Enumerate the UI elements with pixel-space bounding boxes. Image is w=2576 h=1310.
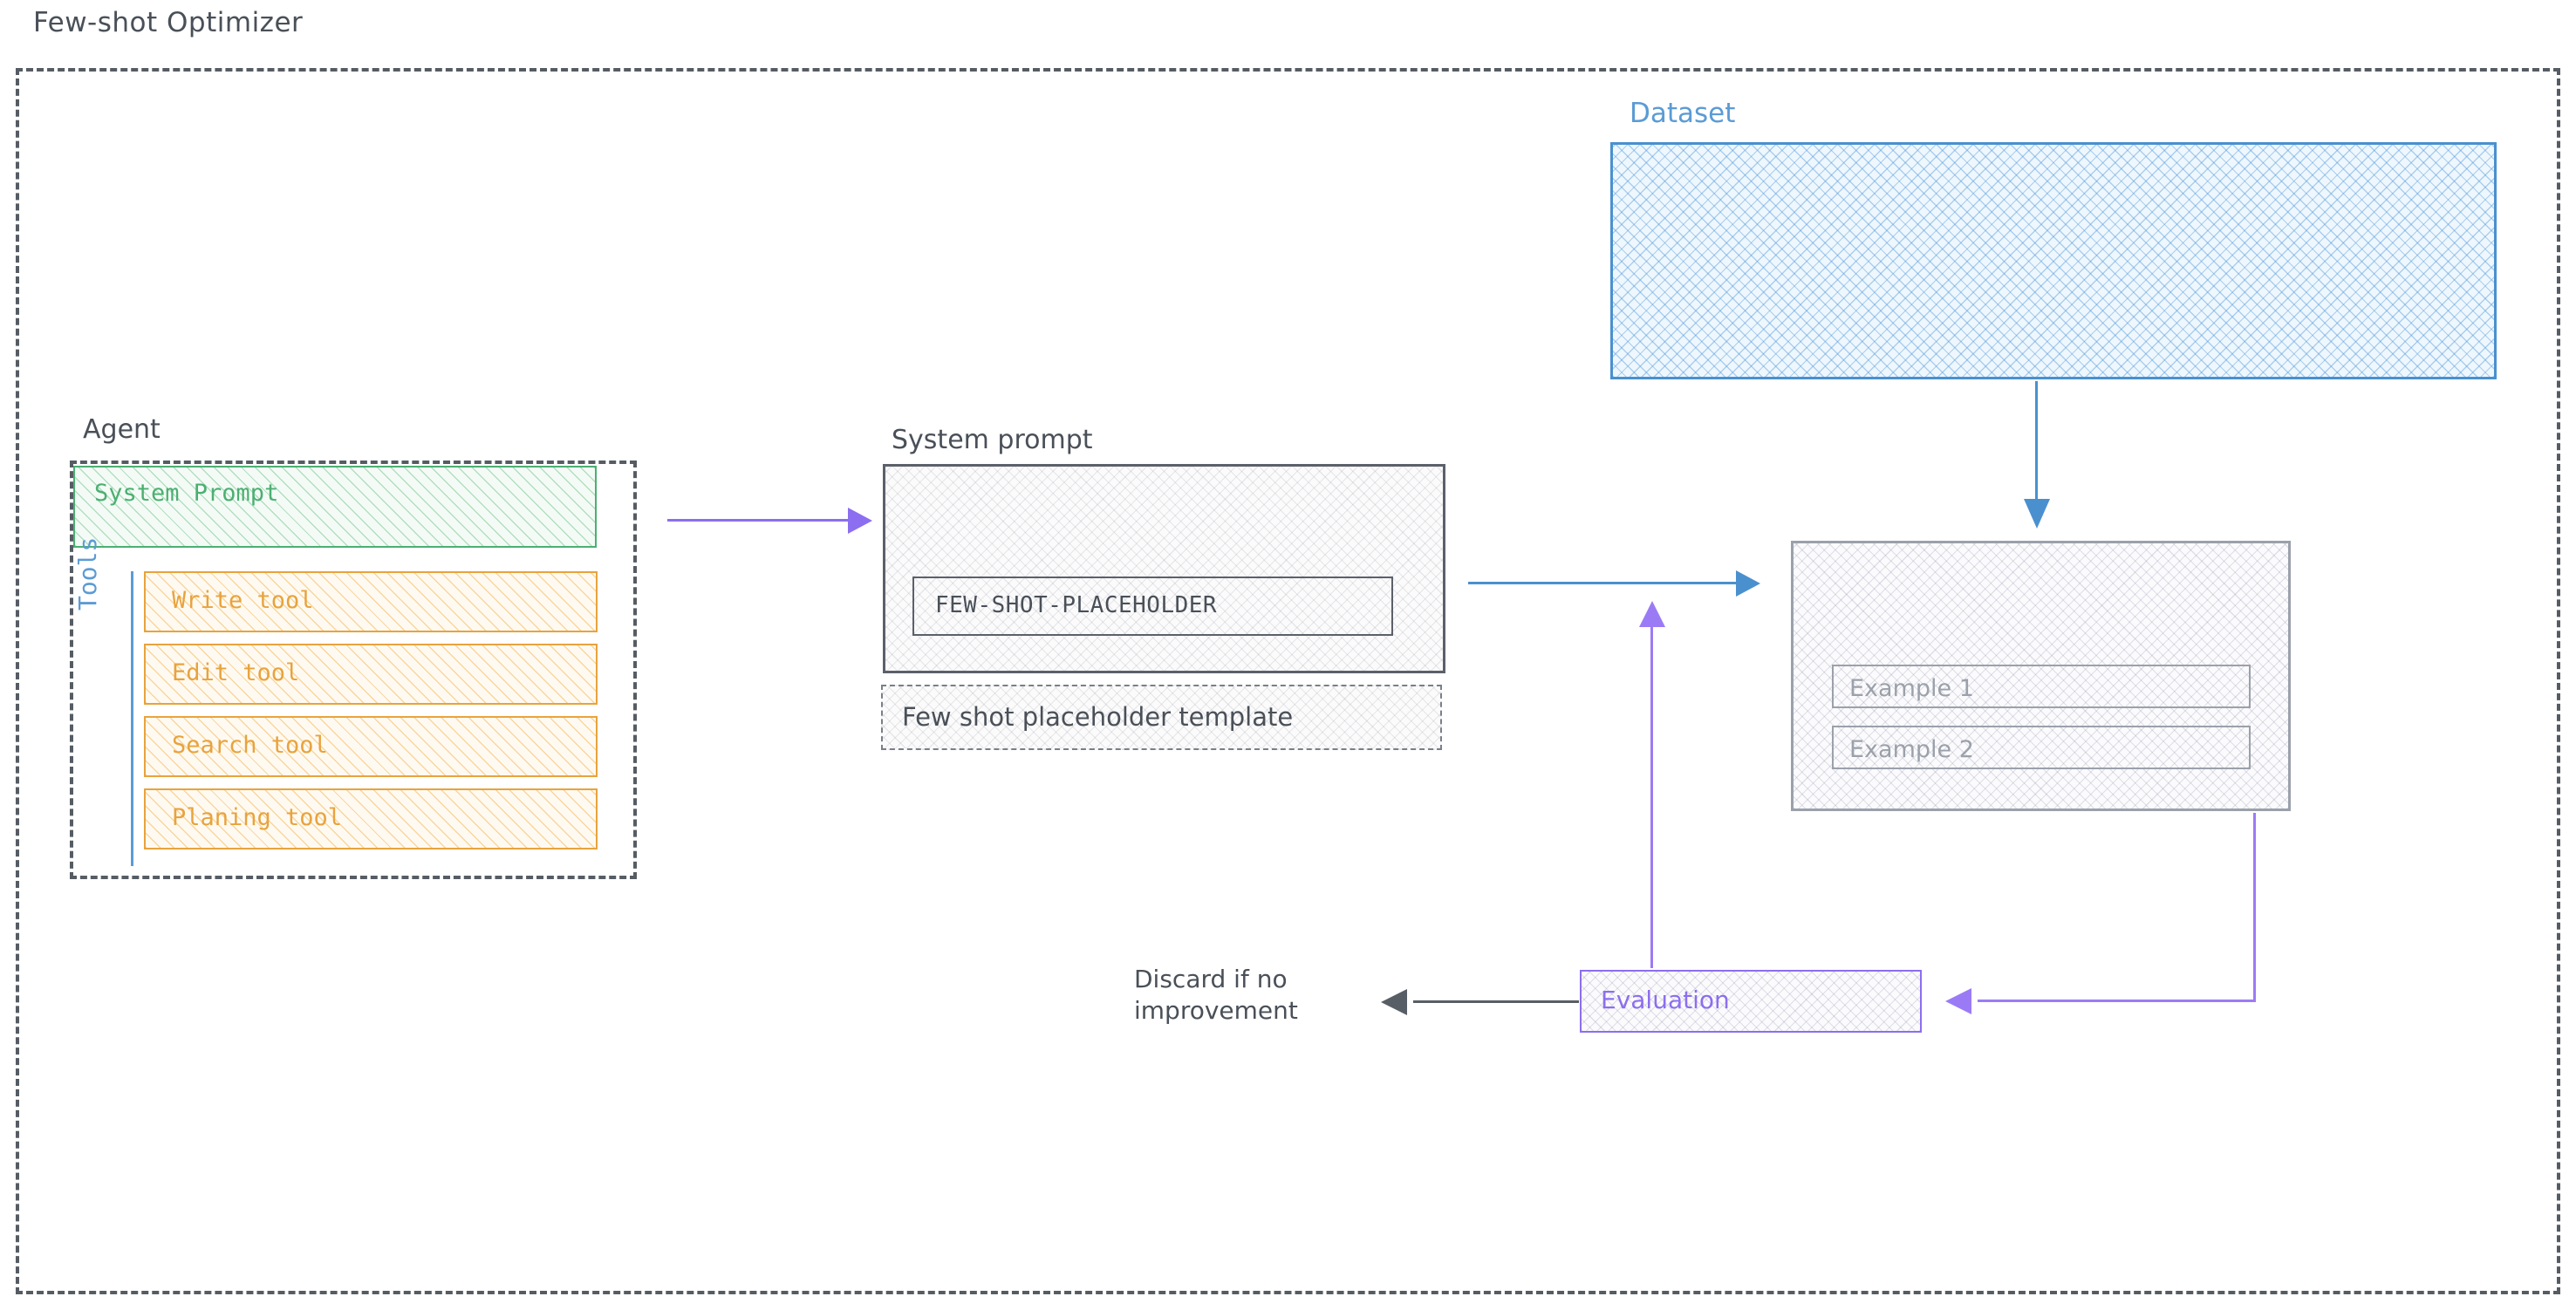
dataset-box[interactable] [1610,142,2497,379]
tool-label-planing: Planing tool [172,804,343,831]
example-label-1: Example 1 [1849,675,1974,702]
arrow-agent-to-system-prompt-line [667,519,851,522]
arrow-eval-to-prompt-line [1650,613,1653,968]
agent-system-prompt-box[interactable]: System Prompt [73,466,597,548]
tools-rail-label: Tools [73,536,102,611]
arrow-prompt-to-examples-line [1468,582,1739,584]
tool-box-edit[interactable]: Edit tool [144,644,598,705]
example-label-2: Example 2 [1849,736,1974,763]
agent-system-prompt-label: System Prompt [94,480,279,507]
example-row-1[interactable]: Example 1 [1832,665,2251,708]
diagram-title: Few-shot Optimizer [33,7,304,38]
arrow-prompt-to-examples-head [1736,570,1760,597]
tool-box-planing[interactable]: Planing tool [144,788,598,849]
dataset-label: Dataset [1630,98,1736,129]
arrow-dataset-to-examples-head [2024,499,2050,529]
arrow-agent-to-system-prompt-head [848,508,872,534]
evaluation-box[interactable]: Evaluation [1580,970,1922,1033]
tool-label-edit: Edit tool [172,659,300,686]
example-row-2[interactable]: Example 2 [1832,726,2251,769]
arrow-examples-to-eval-head [1945,988,1971,1014]
discard-note: Discard if no improvement [1134,965,1298,1025]
agent-label: Agent [83,414,161,445]
system-prompt-box[interactable] [883,464,1445,673]
few-shot-template-label: Few shot placeholder template [902,702,1294,732]
tool-box-write[interactable]: Write tool [144,571,598,632]
few-shot-placeholder-box[interactable]: FEW-SHOT-PLACEHOLDER [912,577,1393,636]
arrow-eval-to-discard-head [1381,989,1407,1015]
few-shot-placeholder-token: FEW-SHOT-PLACEHOLDER [935,592,1218,618]
arrow-eval-to-prompt-head [1639,601,1665,627]
arrow-eval-to-discard-line [1413,1000,1579,1003]
tool-label-search: Search tool [172,732,328,759]
few-shot-optimizer-frame [16,68,2560,1294]
arrow-examples-to-eval-horizontal [1978,1000,2256,1002]
tool-label-write: Write tool [172,587,314,614]
arrow-dataset-to-examples-line [2035,381,2038,503]
few-shot-template-box[interactable]: Few shot placeholder template [881,685,1442,750]
system-prompt-label: System prompt [892,425,1093,455]
tools-rail [131,571,133,866]
arrow-examples-to-eval-vertical [2253,813,2256,1002]
agent-frame [70,461,637,879]
evaluation-label: Evaluation [1601,986,1730,1014]
tool-box-search[interactable]: Search tool [144,716,598,777]
